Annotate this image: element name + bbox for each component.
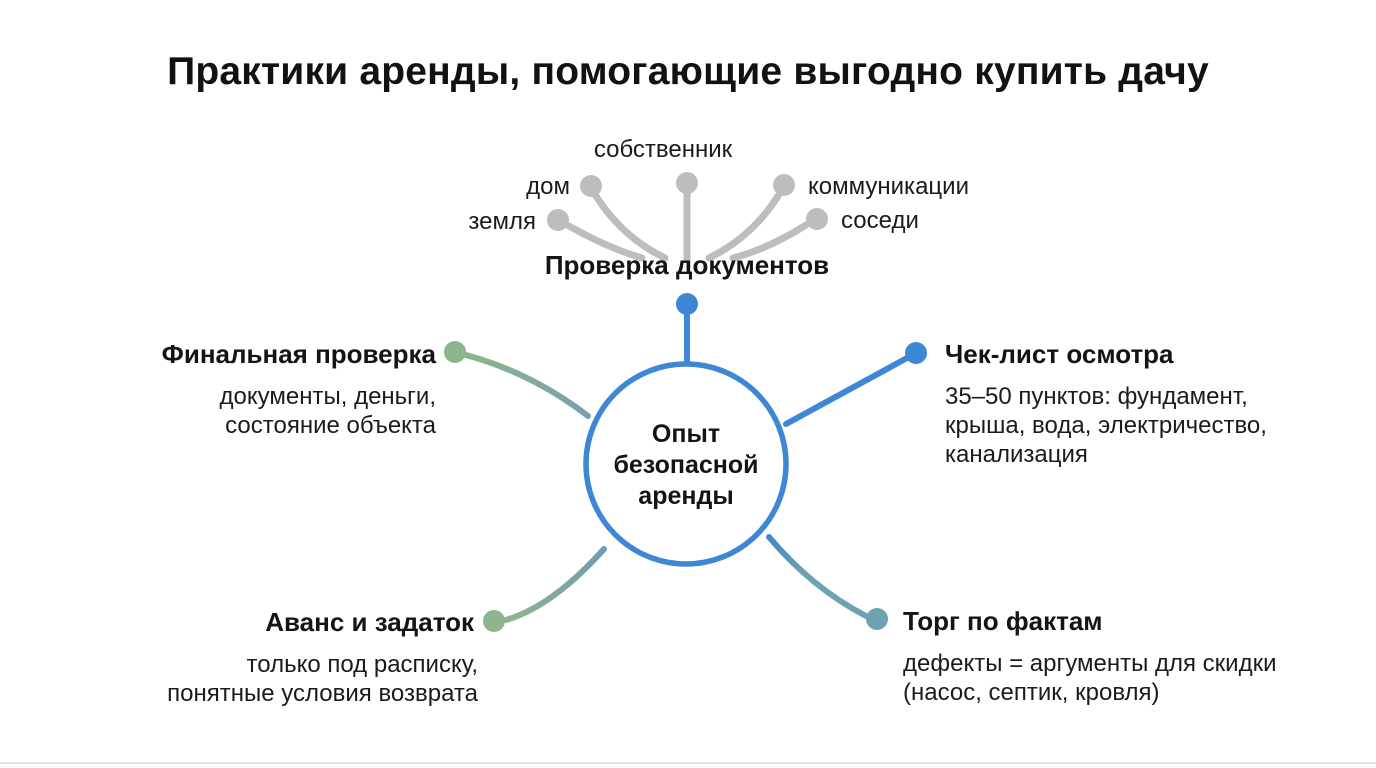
fan-label-owner: собственник	[593, 136, 733, 163]
top-branch-title: Проверка документов	[544, 250, 830, 280]
bargaining-title: Торг по фактам	[903, 606, 1103, 636]
fan-label-neighbors: соседи	[841, 207, 919, 234]
bargaining-body: дефекты = аргументы для скидки (насос, с…	[903, 649, 1277, 707]
fan-dot-land	[547, 209, 569, 231]
dot-top-branch	[676, 293, 698, 315]
checklist-body: 35–50 пунктов: фундамент, крыша, вода, э…	[945, 382, 1267, 469]
connector-checklist	[783, 355, 910, 427]
final-check-title: Финальная проверка	[161, 339, 436, 369]
central-node-circle	[583, 361, 789, 567]
fan-dot-neighbors	[806, 208, 828, 230]
fan-label-house: дом	[526, 173, 570, 200]
fan-dot-utilities	[773, 174, 795, 196]
central-node-label: Опыт безопасной аренды	[613, 420, 759, 510]
connector-final-check	[463, 352, 591, 419]
dot-deposit	[483, 610, 505, 632]
checklist-line: 35–50 пунктов: фундамент,	[945, 383, 1248, 410]
bargaining-line: дефекты = аргументы для скидки	[903, 650, 1277, 677]
fan-dot-owner	[676, 172, 698, 194]
deposit-body: только под расписку, понятные условия во…	[167, 650, 478, 708]
page-title: Практики аренды, помогающие выгодно купи…	[167, 50, 1209, 93]
final-check-line: состояние объекта	[225, 412, 436, 439]
deposit-line: понятные условия возврата	[167, 680, 478, 707]
deposit-line: только под расписку,	[246, 651, 478, 678]
fan-dot-house	[580, 175, 602, 197]
fan-label-utilities: коммуникации	[808, 173, 969, 200]
checklist-line: канализация	[945, 441, 1088, 468]
deposit-title: Аванс и задаток	[265, 607, 474, 637]
bargaining-line: (насос, септик, кровля)	[903, 679, 1160, 706]
connector-bargaining	[766, 534, 869, 619]
fan-line-utilities	[705, 192, 782, 262]
document-fan-dots	[547, 172, 828, 231]
checklist-title: Чек-лист осмотра	[945, 339, 1174, 369]
dot-final-check	[444, 341, 466, 363]
dot-bargaining	[866, 608, 888, 630]
dot-checklist	[905, 342, 927, 364]
final-check-line: документы, деньги,	[219, 383, 436, 410]
final-check-body: документы, деньги, состояние объекта	[220, 382, 436, 440]
fan-line-land	[565, 222, 646, 262]
fan-label-land: земля	[468, 208, 536, 235]
document-fan-lines	[565, 190, 810, 263]
bottom-divider	[0, 762, 1376, 764]
connector-deposit	[503, 546, 607, 623]
fan-line-neighbors	[729, 221, 810, 262]
checklist-line: крыша, вода, электричество,	[945, 412, 1267, 439]
fan-line-house	[592, 192, 669, 262]
